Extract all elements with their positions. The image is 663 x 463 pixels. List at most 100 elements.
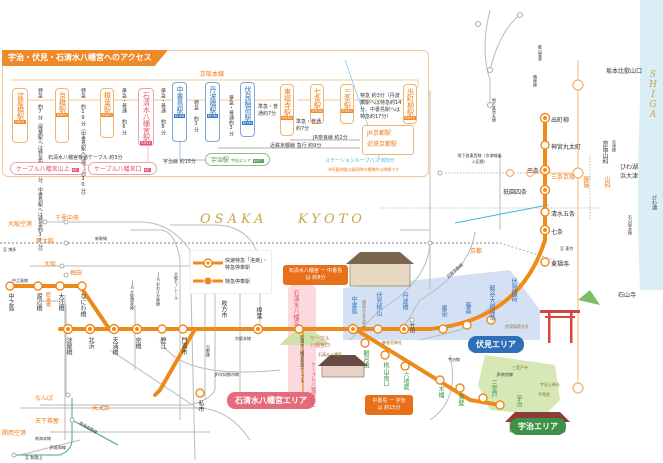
station-box-shichijo[interactable]: 七条駅 KH38 (310, 84, 324, 124)
station-box-iwashimizu[interactable]: 石清水八幡宮駅 KH25 (138, 88, 154, 146)
station-label-kitahama[interactable]: 北浜 (87, 337, 94, 349)
line-label-jr-osaka-higashi: JRおおさか東線 (156, 272, 161, 306)
time-kyobashi-kuzuha: 特急 約19分（中書島駅へは特急約30分） (80, 88, 86, 198)
station-label-kowata[interactable]: 木幡 (437, 386, 444, 398)
line-label-nakanoshima: 中之島線 (12, 278, 28, 283)
station-label-mimurodo[interactable]: 三室戸 (490, 380, 497, 398)
station-label-noe[interactable]: 野江 (159, 337, 166, 349)
line-label-keishin: 京津線 (612, 140, 617, 152)
station-label-sanjo-keihan[interactable]: 三条京阪 (551, 174, 576, 181)
station-label-fushimi-momoyama[interactable]: 伏見桃山 (375, 292, 382, 316)
jr-kintetsu-kyoto-box[interactable]: JR京都駅 近鉄京都駅 (362, 125, 414, 155)
station-label-rokujizo[interactable]: 六地蔵 (402, 372, 409, 390)
station-label-kiyomizu-gojo[interactable]: 清水五条 (551, 211, 576, 218)
station-box-fushimi-inari[interactable]: 伏見稲荷駅 KH34 (240, 82, 255, 137)
station-label-namba[interactable]: なんば (35, 395, 54, 402)
station-label-obaku[interactable]: 黄檗 (457, 394, 464, 406)
lake-biwa-label: びわ湖 (651, 195, 657, 210)
station-label-kansai-airport[interactable]: 関西空港 (2, 430, 27, 437)
station-label-gion-shijo[interactable]: 祇園四条 (503, 189, 528, 196)
station-label-kangetsukyo[interactable]: 観月橋 (362, 350, 369, 368)
station-label-fujinomori[interactable]: 藤森 (464, 302, 471, 314)
station-label-misasagi[interactable]: 御陵 (582, 176, 589, 188)
torii-illustration (540, 290, 600, 343)
region-kyoto: KYOTO (298, 212, 366, 227)
station-label-sanjo[interactable]: 三条 (527, 168, 540, 175)
uji-area-shape (478, 355, 560, 415)
station-label-osaka-airport[interactable]: 大阪空港 (8, 221, 33, 228)
station-label-iwashimizu[interactable]: 石清水八幡宮 (292, 290, 299, 326)
time-tambabashi-fushimi-inari: 準急・普通約3分 (228, 95, 234, 136)
uji-station-box[interactable]: 宇治駅 宇治エリア KH77 (205, 153, 271, 166)
station-label-chushojima[interactable]: 中書島 (350, 296, 357, 314)
station-label-osaka[interactable]: 大阪 (44, 261, 57, 268)
station-label-temmabashi[interactable]: 天満橋 (111, 337, 118, 355)
landmark-fushimi-inari-taisha: 伏見稲荷大社 (505, 324, 529, 329)
station-label-kyoto[interactable]: 京都 (470, 248, 483, 255)
access-panel (2, 50, 429, 177)
cable-bottom-station[interactable]: ケーブル八幡宮口 KH (88, 162, 157, 175)
time-kuzuha-iwashimizu: 準急・普通 約6分 (121, 88, 127, 135)
line-label-jr-loop: JR大阪環状線 (130, 280, 135, 310)
station-box-sanjo[interactable]: 三条駅 KH40 (340, 84, 354, 124)
station-label-sakamoto[interactable]: 坂本比叡山口 (606, 68, 643, 75)
station-label-kadomashi[interactable]: 門真市 (180, 337, 187, 355)
station-label-tambabashi[interactable]: 丹波橋 (401, 292, 408, 310)
station-label-hirakatashi[interactable]: 枚方市 (220, 300, 227, 318)
access-note: ※所要時間は接続時の標準的な時間です (328, 167, 400, 172)
station-label-naniwabashi[interactable]: なにわ橋 (79, 293, 86, 317)
station-label-tengachaya[interactable]: 天下茶屋 (35, 418, 60, 425)
station-box-yodoyabashi[interactable]: 淀屋橋駅 KH01 (12, 88, 28, 143)
station-box-chushojima[interactable]: 中書島駅 KH28 (172, 82, 187, 142)
station-label-higobashi[interactable]: 肥後橋 (45, 292, 51, 307)
line-label-nankai-main: 南海本線 (35, 436, 51, 441)
station-label-shin-osaka[interactable]: 新大阪 (36, 238, 55, 245)
area-label-fushimi[interactable]: 伏見エリア (468, 336, 524, 353)
station-label-cable-hachimangu-guchi[interactable]: ケーブル八幡宮口 (310, 336, 331, 349)
station-box-tofukuji[interactable]: 東福寺駅 KH36 (280, 84, 294, 136)
time-chushojima-tambabashi: 特急 約3分 (193, 100, 199, 132)
kintetsu-time: 近鉄京都線 急行 約9分 (270, 143, 322, 149)
station-label-demachiyanagi[interactable]: 出町柳 (551, 117, 570, 124)
station-label-keihan-yamashina[interactable]: 京阪山科 (601, 140, 608, 164)
legend-item-express: 特急停車駅 (225, 279, 251, 285)
destination-wakayama: 至 和歌山 (25, 455, 43, 460)
uji-line-time: 宇治線 約15分 (163, 159, 196, 165)
station-box-demachiyanagi[interactable]: 出町柳駅 KH42 (403, 84, 417, 124)
station-label-kuzuha[interactable]: 樟葉 (255, 307, 262, 319)
station-label-biwako-hamaotsu[interactable]: びわ湖浜大津 (620, 164, 639, 180)
line-label-ishiyama-sakamoto: 石山坂本線 (628, 215, 633, 235)
station-box-tambabashi[interactable]: 丹波橋駅 KH30 (205, 82, 220, 142)
station-label-cable-hachimangu-sanjo[interactable]: ケーブル八幡宮山上 (310, 362, 316, 407)
area-label-uji[interactable]: 宇治エリア (510, 418, 566, 435)
station-label-senri-chuo[interactable]: 千里中央 (55, 215, 80, 222)
cable-top-station[interactable]: ケーブル八幡宮山上 KH (10, 162, 85, 175)
destination-tokyo: 至 東京 (560, 246, 574, 251)
station-label-umeda[interactable]: 梅田 (70, 270, 83, 277)
station-label-ryukoku[interactable]: 龍谷大前深草 (488, 285, 495, 321)
station-label-shichijo[interactable]: 七条 (551, 229, 564, 236)
station-label-sumizome[interactable]: 墨染 (440, 305, 447, 317)
landmark-iwashimizu-hachimangu: 石清水八幡宮 (318, 352, 342, 357)
station-label-ishiyamadera[interactable]: 石山寺 (618, 292, 637, 299)
station-label-jingu-marutamachi[interactable]: 神宮丸太町 (551, 144, 582, 151)
station-label-yodoyabashi[interactable]: 淀屋橋 (65, 337, 72, 355)
station-label-nakanoshima[interactable]: 中之島 (7, 293, 14, 311)
station-label-kisaichi[interactable]: 私市 (197, 400, 204, 412)
station-label-tennoji[interactable]: 天王寺 (92, 405, 111, 412)
station-label-oebashi[interactable]: 大江橋 (57, 293, 64, 311)
station-box-kyobashi[interactable]: 京橋駅 KH04 (55, 88, 69, 143)
station-label-fushimi-inari[interactable]: 伏見稲荷 (510, 278, 517, 302)
area-label-iwashimizu[interactable]: 石清水八幡宮エリア (227, 392, 315, 409)
line-label-karasuma: 地下鉄烏丸線 (492, 98, 497, 122)
station-label-kyobashi[interactable]: 京橋 (134, 337, 141, 349)
station-label-momoyama-minamiguchi[interactable]: 桃山南口 (382, 362, 389, 386)
station-label-watanabebashi[interactable]: 渡辺橋 (35, 293, 42, 311)
station-label-tofukuji[interactable]: 東福寺 (551, 261, 570, 268)
station-label-yamashina[interactable]: 山科 (603, 176, 610, 188)
station-label-uji[interactable]: 宇治 (515, 395, 522, 407)
station-label-takeda[interactable]: 竹田 (409, 323, 415, 333)
station-box-kuzuha[interactable]: 樟葉駅 KH21 (100, 88, 114, 138)
jr-nara-time: JR奈良線 約2分 (313, 135, 348, 141)
